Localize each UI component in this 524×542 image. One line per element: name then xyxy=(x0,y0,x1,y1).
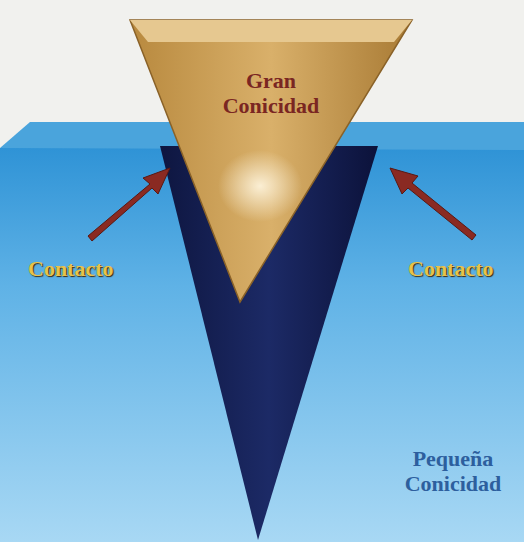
contact-arrow xyxy=(88,168,170,241)
contact-arrow xyxy=(390,168,476,240)
small-cone-groove xyxy=(160,146,378,540)
cone-label: Gran Conicidad xyxy=(196,68,346,119)
contact-label: Contacto xyxy=(408,256,520,281)
cone-highlight xyxy=(218,150,302,222)
cone-shape xyxy=(128,16,414,304)
cone-body xyxy=(130,20,412,302)
large-cone-indenter: Gran Conicidad xyxy=(128,16,414,304)
contact-label: Contacto xyxy=(28,256,158,281)
cone-top-face xyxy=(130,20,412,42)
small-cone-label: Pequeña Conicidad xyxy=(388,446,518,497)
